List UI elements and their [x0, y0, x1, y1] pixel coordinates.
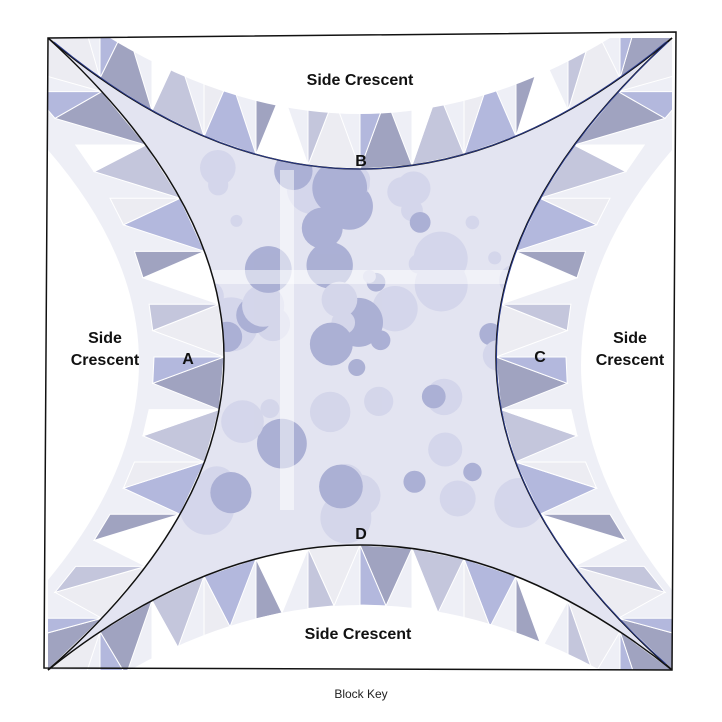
- arc-label-a: A: [182, 351, 194, 368]
- floral-motif: [242, 284, 285, 327]
- left-crescent-label-line2: Crescent: [70, 352, 140, 369]
- left-crescent-label: Side Crescent: [60, 328, 150, 372]
- arc-label-c: C: [534, 349, 546, 366]
- crescent-piece: [133, 250, 205, 279]
- crescent-piece: [616, 38, 672, 93]
- floral-motif: [210, 472, 252, 514]
- floral-motif: [208, 175, 229, 196]
- seam-left: [47, 37, 225, 671]
- floral-motif: [409, 211, 431, 233]
- bottom-crescent-label: Side Crescent: [304, 626, 412, 643]
- floral-motif: [199, 149, 236, 186]
- crescent-piece: [74, 144, 147, 173]
- crescent-piece: [574, 565, 667, 594]
- crescent-piece: [48, 617, 102, 646]
- crescent-piece: [515, 250, 587, 279]
- crescent-piece: [148, 303, 220, 332]
- left-crescent: [48, 38, 224, 670]
- crescent-piece: [48, 38, 50, 66]
- seam-top-double: [53, 41, 667, 170]
- arc-label-d: D: [355, 526, 367, 543]
- floral-motif: [260, 399, 280, 419]
- floral-motif: [428, 432, 463, 467]
- crescent-piece: [53, 565, 146, 594]
- floral-motif: [309, 322, 353, 366]
- crescent-piece: [619, 38, 647, 79]
- crescent-piece: [670, 38, 672, 66]
- floral-motif: [465, 215, 480, 230]
- floral-motif: [221, 400, 264, 443]
- floral-motif: [321, 281, 358, 318]
- top-crescent-inner-band: [110, 38, 610, 114]
- crescent-piece: [142, 409, 220, 437]
- right-crescent-inner-band: [581, 150, 672, 590]
- crescent-piece: [500, 409, 578, 437]
- seam-bottom: [47, 544, 673, 671]
- floral-motif: [488, 251, 502, 265]
- top-crescent-label: Side Crescent: [306, 72, 414, 89]
- left-crescent-label-line1: Side: [88, 330, 122, 347]
- crescent-piece: [496, 356, 568, 385]
- crescent-piece: [48, 38, 104, 93]
- floral-motif: [414, 258, 468, 312]
- floral-motif: [319, 464, 363, 509]
- crescent-piece: [152, 356, 224, 385]
- right-crescent-label-line2: Crescent: [595, 352, 665, 369]
- bottom-crescent-inner-band: [130, 605, 600, 670]
- right-crescent-label-line1: Side: [613, 330, 647, 347]
- crescent-piece: [539, 513, 627, 542]
- crescent-piece: [122, 461, 205, 489]
- floral-motif: [372, 285, 418, 332]
- crescent-piece: [619, 631, 647, 670]
- crescent-piece: [515, 461, 598, 489]
- left-crescent-inner-band: [48, 150, 139, 580]
- crescent-piece: [48, 91, 104, 119]
- diagram-caption: Block Key: [334, 687, 388, 701]
- crescent-piece: [99, 629, 127, 670]
- crescent-piece: [618, 617, 672, 646]
- crescent-piece: [109, 197, 181, 226]
- arc-label-b: B: [355, 153, 367, 170]
- floral-motif: [312, 160, 368, 216]
- right-crescent-label: Side Crescent: [585, 328, 675, 372]
- crescent-piece: [500, 303, 572, 332]
- floral-motif: [403, 470, 426, 493]
- crescent-piece: [99, 38, 127, 79]
- crescent-piece: [539, 197, 611, 226]
- crescent-piece: [616, 91, 672, 119]
- floral-motif: [364, 386, 394, 416]
- floral-motif: [309, 391, 351, 433]
- floral-motif: [348, 358, 366, 377]
- crescent-piece: [573, 144, 646, 173]
- floral-motif: [439, 480, 476, 517]
- floral-motif: [463, 462, 482, 482]
- seam-right-double: [496, 41, 669, 665]
- floral-motif: [421, 384, 446, 409]
- floral-motif: [230, 214, 243, 227]
- floral-motif: [387, 177, 418, 207]
- crescent-piece: [48, 38, 75, 39]
- floral-motif: [301, 207, 343, 249]
- crescent-piece: [93, 513, 181, 542]
